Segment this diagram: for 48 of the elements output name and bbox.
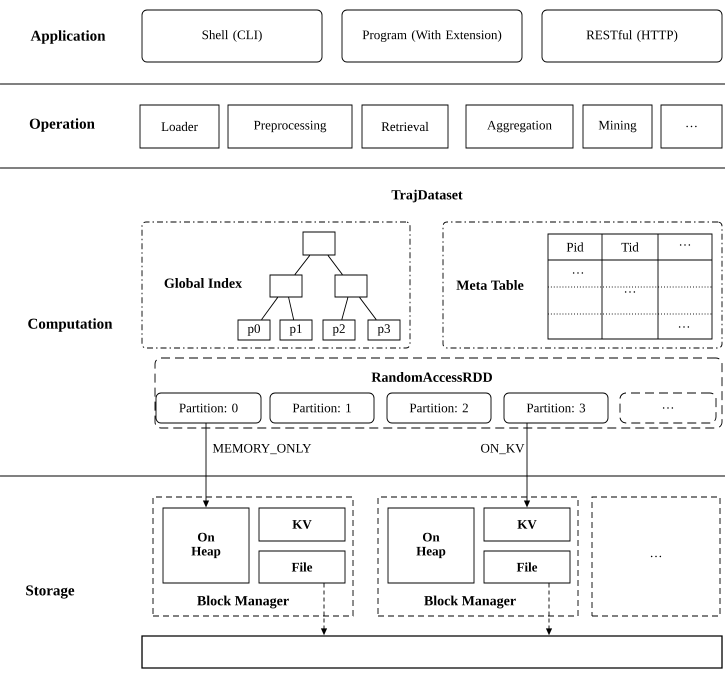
table-cell: Pid — [566, 242, 584, 252]
box: Mining — [582, 104, 652, 148]
table-cell: … — [572, 272, 584, 274]
tree-box — [302, 232, 336, 256]
rounded-box: Shell (CLI) — [142, 10, 322, 62]
rounded-box: Program (With Extension) — [342, 10, 522, 62]
table-cell: Tid — [621, 242, 639, 252]
box: p0 — [238, 320, 270, 340]
edge-label: ON_KV — [481, 444, 524, 454]
layer-label: Operation — [30, 118, 95, 132]
dashed-panel: … — [592, 496, 720, 616]
rounded-box: Partition: 1 — [270, 392, 374, 424]
table-cell: … — [680, 244, 690, 246]
tree-line — [359, 297, 377, 320]
box: Loader — [140, 104, 220, 148]
box: Retrieval — [362, 104, 448, 148]
box: Aggregation — [466, 104, 574, 148]
box: File — [484, 550, 570, 584]
box: p2 — [322, 320, 356, 340]
box: File — [258, 550, 346, 584]
tree-line — [341, 297, 348, 320]
box: On Heap — [162, 508, 250, 584]
rounded-box: Partition: 3 — [504, 392, 608, 424]
tree-line — [294, 255, 310, 275]
box: KV — [258, 508, 346, 542]
layer-label: Storage — [26, 585, 74, 599]
box: p3 — [368, 320, 400, 340]
box: KV — [484, 508, 570, 542]
panel-title: TrajDataset — [392, 190, 463, 202]
edge-label: MEMORY_ONLY — [212, 444, 312, 454]
storage-bar — [141, 635, 723, 669]
box: Preprocessing — [228, 104, 352, 148]
tree-box — [334, 274, 368, 298]
box: … — [660, 104, 722, 148]
table-cell: … — [678, 326, 690, 328]
tree-line — [261, 297, 278, 320]
tree-line — [328, 255, 343, 275]
layer-label: Computation — [28, 318, 112, 332]
rounded-box: Partition: 2 — [386, 392, 492, 424]
box: On Heap — [388, 508, 474, 584]
table-cell: … — [624, 291, 636, 293]
tree-box — [270, 274, 302, 298]
rounded-box: RESTful (HTTP) — [542, 10, 722, 62]
dashed-panel: … — [620, 392, 716, 424]
rounded-box: Partition: 0 — [156, 392, 262, 424]
box: p1 — [280, 320, 312, 340]
layer-label: Application — [30, 30, 106, 44]
tree-line — [288, 297, 294, 320]
